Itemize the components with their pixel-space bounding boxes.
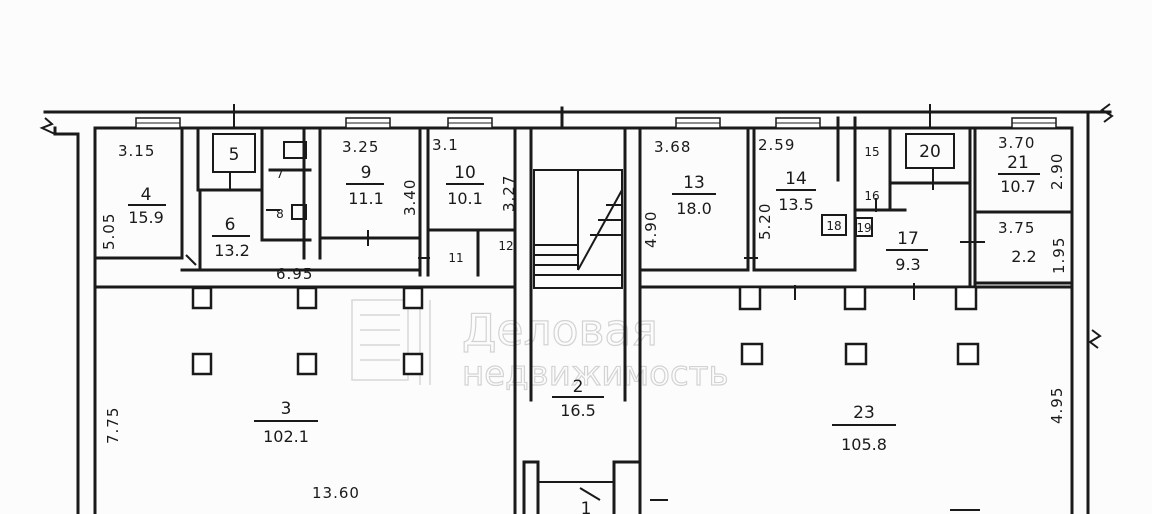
dimension-label: 3.1 — [432, 136, 459, 154]
room-area: 18.0 — [676, 199, 712, 218]
room-area: 13.2 — [214, 241, 250, 260]
room-area: 11.1 — [348, 189, 384, 208]
dimension-label: 4.95 — [1048, 387, 1066, 424]
dimension-label: 3.25 — [342, 138, 379, 156]
pillar — [956, 342, 980, 366]
room-area: 10.1 — [447, 189, 483, 208]
dimension-label: 3.70 — [998, 134, 1035, 152]
room-area: 10.7 — [1000, 177, 1036, 196]
room-number: 18 — [826, 219, 841, 233]
room-area: 105.8 — [841, 435, 887, 454]
pillar — [191, 286, 213, 310]
pillar — [844, 342, 868, 366]
room-number: 9 — [361, 163, 372, 183]
room-number: 6 — [225, 215, 236, 235]
room-number: 15 — [864, 145, 879, 159]
pillar — [954, 285, 978, 311]
room-area: 16.5 — [560, 401, 596, 420]
pillar — [191, 352, 213, 376]
dimension-label: 3.27 — [500, 175, 518, 212]
dimension-label: 3.15 — [118, 142, 155, 160]
room-number: 8 — [276, 207, 284, 221]
room-area: 15.9 — [128, 208, 164, 227]
room-number: 16 — [864, 189, 879, 203]
pillar — [296, 352, 318, 376]
columns — [191, 285, 980, 376]
dimension-label: 3.75 — [998, 219, 1035, 237]
dimension-label: 5.05 — [100, 213, 118, 250]
walls — [39, 103, 1114, 514]
window — [345, 117, 391, 129]
room-area: 9.3 — [895, 255, 920, 274]
room-number: 10 — [454, 163, 476, 183]
dimension-label: 6.95 — [276, 265, 313, 283]
dimension-label: 3.68 — [654, 138, 691, 156]
pillar — [740, 342, 764, 366]
pillar — [296, 286, 318, 310]
dimension-label: 13.60 — [312, 484, 360, 502]
dimension-label: 7.75 — [104, 407, 122, 444]
room-number: 3 — [281, 399, 292, 419]
dimension-label: 3.40 — [401, 179, 419, 216]
dimension-label: 4.90 — [642, 211, 660, 248]
room-number: 1 — [581, 499, 592, 514]
room-number: 7 — [276, 167, 284, 181]
room-area: 102.1 — [263, 427, 309, 446]
pillar — [402, 286, 424, 310]
room-number: 23 — [853, 403, 875, 423]
room-area: 2.2 — [1011, 247, 1036, 266]
watermark-line-2: недвижимость — [462, 354, 729, 394]
dimension-label: 1.95 — [1050, 237, 1068, 274]
room-number: 19 — [856, 221, 871, 235]
room-number: 14 — [785, 169, 807, 189]
windows — [135, 117, 1057, 129]
room-number: 20 — [919, 142, 941, 162]
pillar — [843, 285, 867, 311]
dimension-labels: 3.15 5.05 6.95 3.25 3.40 3.1 3.27 3.68 4… — [100, 134, 1068, 502]
room-number: 13 — [683, 173, 705, 193]
pillar — [738, 285, 762, 311]
room-number: 5 — [229, 145, 240, 165]
room-number: 21 — [1007, 153, 1029, 173]
room-number: 4 — [141, 185, 152, 205]
room-labels: 4 15.9 5 6 13.2 7 8 9 11.1 10 10.1 11 12… — [128, 142, 1040, 514]
window — [675, 117, 721, 129]
dimension-label: 2.90 — [1048, 153, 1066, 190]
room-number: 11 — [448, 251, 463, 265]
watermark: Деловая недвижимость — [351, 295, 729, 395]
pillar — [402, 352, 424, 376]
dimension-label: 2.59 — [758, 136, 795, 154]
room-number: 2 — [573, 377, 584, 397]
window — [135, 117, 181, 129]
room-number: 12 — [498, 239, 513, 253]
window — [775, 117, 821, 129]
window — [1011, 117, 1057, 129]
room-number: 17 — [897, 229, 919, 249]
room-area: 13.5 — [778, 195, 814, 214]
window — [447, 117, 493, 129]
dimension-label: 5.20 — [756, 203, 774, 240]
watermark-line-1: Деловая — [462, 305, 658, 356]
